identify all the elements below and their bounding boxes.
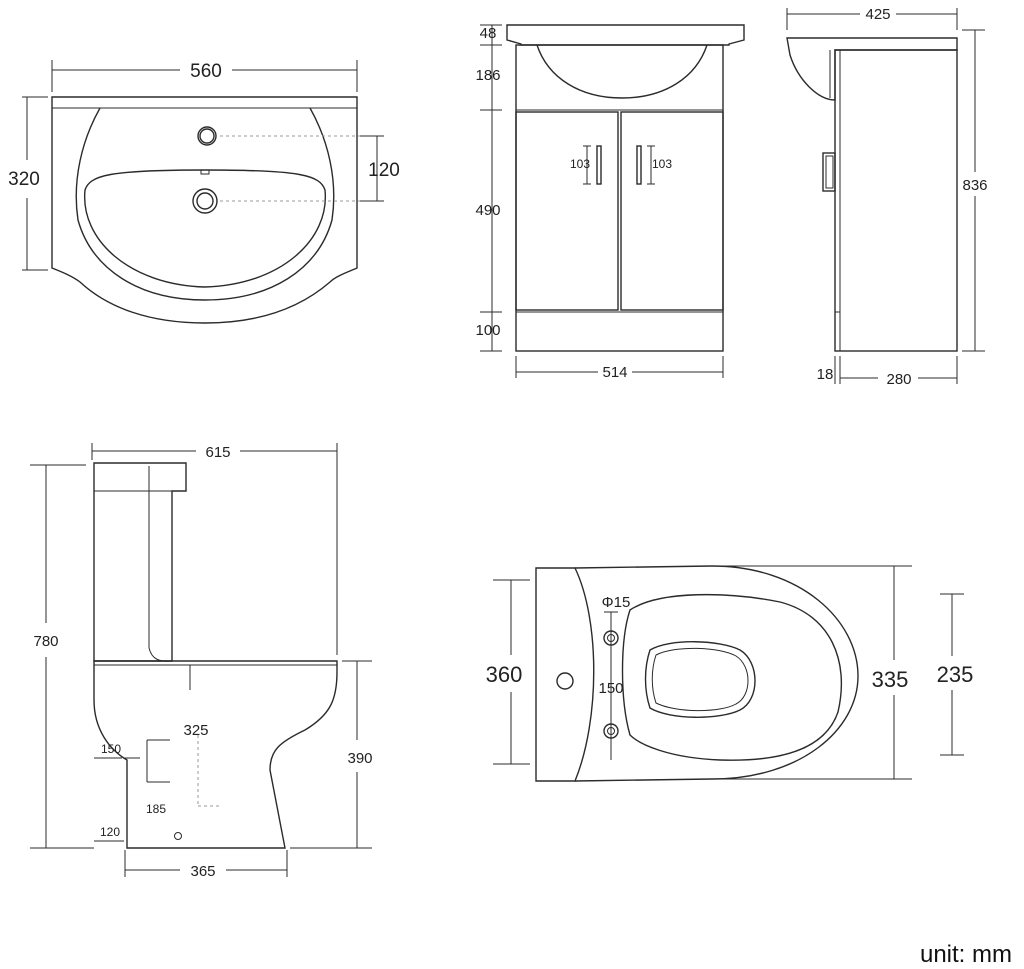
- side-depth-label: 425: [865, 6, 890, 23]
- toilet-height-label: 780: [33, 633, 58, 650]
- cabinet-depth-label: 280: [886, 371, 911, 388]
- seat-width-label: 335: [872, 667, 909, 692]
- toilet-depth-label: 615: [205, 444, 230, 461]
- top-lip-label: 48: [480, 25, 497, 42]
- tap-offset-label: 120: [368, 160, 400, 181]
- bowl-width-label: 235: [937, 662, 974, 687]
- toilet-side-view: 615 780 390 325 150 185 120 365: [30, 443, 373, 880]
- waste-low-label: 185: [146, 802, 166, 816]
- basin-height-label: 186: [475, 67, 500, 84]
- fixing-spacing-label: 150: [598, 680, 623, 697]
- fixing-diameter-label: Φ15: [602, 594, 631, 611]
- basin-depth-label: 320: [8, 169, 40, 190]
- outlet-low-label: 120: [100, 825, 120, 839]
- pan-height-label: 390: [347, 750, 372, 767]
- right-handle-label: 103: [652, 157, 672, 171]
- vanity-width-label: 514: [602, 364, 627, 381]
- vanity-side-view: 425 836 18 280: [786, 6, 988, 388]
- vanity-front-view: 103 103 48 186 490 100 514: [475, 24, 745, 381]
- unit-label: unit: mm: [920, 941, 1012, 968]
- outlet-height-label: 325: [183, 722, 208, 739]
- toilet-top-view: Φ15 150 360 335 235: [486, 565, 974, 782]
- plinth-height-label: 100: [475, 322, 500, 339]
- waste-width-label: 150: [101, 742, 121, 756]
- basin-width-label: 560: [190, 61, 222, 82]
- plinth-recess-label: 18: [817, 366, 834, 383]
- top-depth-label: 360: [486, 662, 523, 687]
- base-width-label: 365: [190, 863, 215, 880]
- side-height-label: 836: [962, 177, 987, 194]
- basin-top-view: 560 320 120: [8, 60, 400, 324]
- left-handle-label: 103: [570, 157, 590, 171]
- door-height-label: 490: [475, 202, 500, 219]
